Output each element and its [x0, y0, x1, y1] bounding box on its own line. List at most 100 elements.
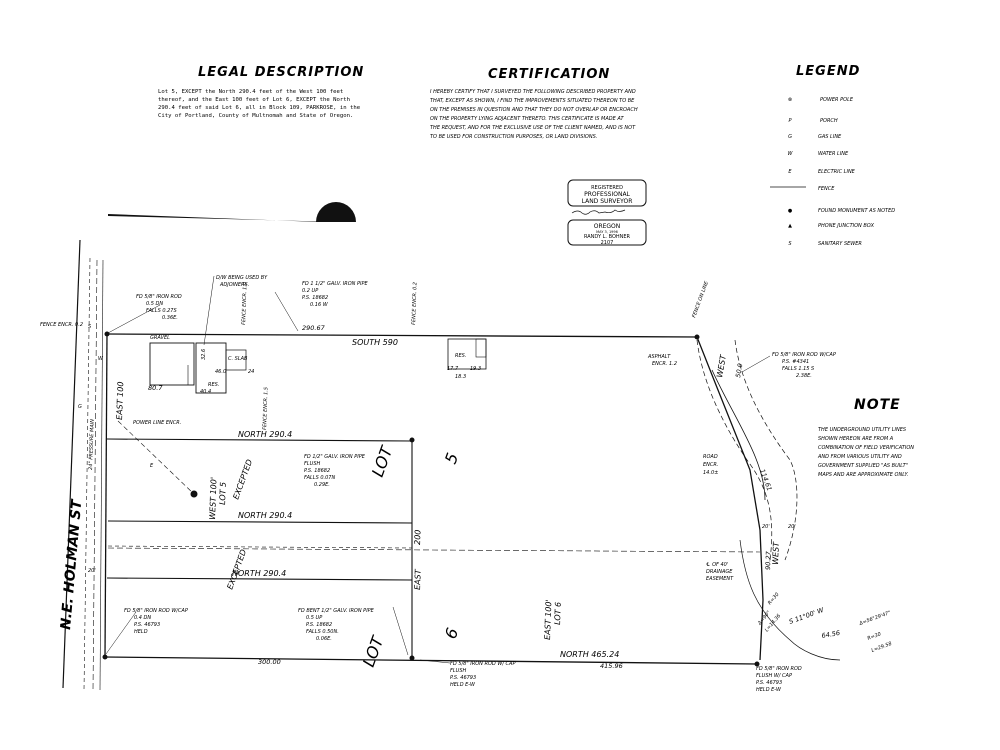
leader-line: [203, 275, 215, 346]
monument-note-line: FD 1 1/2" GALV. IRON PIPE: [302, 281, 368, 287]
leader-line: [105, 611, 137, 655]
monument-note-line: 0.06E.: [316, 636, 332, 642]
legend-item: ● FOUND MONUMENT AS NOTED: [788, 208, 895, 214]
gravel-label: GRAVEL: [150, 335, 170, 341]
monument-note: FD 1/2" GALV. IRON PIPE FLUSH P.S. 18682…: [304, 454, 366, 488]
monument-note: FD BENT 1/2" GALV. IRON PIPE 0.5 UP P.S.…: [298, 608, 375, 642]
asphalt-encroachment-label: ENCR. 1.2: [652, 361, 677, 367]
note-line: SHOWN HEREON ARE FROM A: [818, 436, 894, 442]
monument-note-line: FALLS 0.27S: [146, 308, 177, 314]
porch-symbol: P: [788, 118, 791, 124]
phone-box-icon: ▲: [788, 223, 792, 229]
monument-note: FD 5/8" IRON ROD FLUSH W/ CAP P.S. 46793…: [756, 666, 802, 693]
dimension-label: 20': [762, 524, 770, 530]
road-edge: [696, 339, 773, 561]
monument-note: FD 5/8" IRON ROD 0.5 DN FALLS 0.27S 0.36…: [136, 294, 182, 321]
gas-line-symbol: G: [788, 134, 792, 140]
lot-5-label: LOT: [368, 443, 397, 480]
dimension-label: 18.3: [455, 374, 466, 380]
legal-description-heading: LEGAL DESCRIPTION: [198, 65, 364, 80]
dimension-label: 19.3: [470, 366, 481, 372]
asphalt-encroachment-label: ASPHALT: [647, 354, 671, 360]
electric-line-symbol: E: [150, 463, 154, 469]
monument-note-line: 0.5 DN: [146, 301, 163, 307]
fence-encroachment-label: FENCE ENCR. 1.0: [241, 282, 248, 325]
note-line: THE UNDERGROUND UTILITY LINES: [818, 427, 907, 433]
monument-note-line: 0.16 W: [310, 302, 329, 308]
monument-note-line: FLUSH W/ CAP: [756, 673, 792, 679]
gas-line-symbol: G: [78, 404, 82, 410]
legend: ⊗ POWER POLE P PORCH G GAS LINE W WATER …: [770, 97, 895, 247]
utility-line: [83, 257, 91, 691]
sewer-symbol: S: [788, 241, 792, 247]
monument-icon: [754, 661, 760, 667]
monument-note-line: FD 5/8" IRON ROD W/CAP: [772, 352, 836, 358]
certification-heading: CERTIFICATION: [488, 67, 610, 82]
drainage-easement-label: DRAINAGE: [706, 569, 733, 575]
distance-label: 50.0: [734, 363, 744, 379]
road-encroachment-label: ROAD: [703, 454, 718, 460]
lot-line: [107, 545, 413, 549]
dimension-label: 20': [788, 524, 796, 530]
lot-line: [106, 438, 413, 442]
power-line-label: POWER LINE ENCR.: [133, 420, 181, 426]
leader-line: [419, 659, 451, 664]
dimension-label: 24: [248, 369, 254, 375]
legal-line: 290.4 feet of said Lot 6, all in Block 1…: [158, 105, 361, 111]
monument-note-line: 0.2 UP: [302, 288, 318, 294]
west-line-label: WEST 100': [208, 477, 218, 520]
dimension-label: 20': [88, 568, 96, 574]
dimension-label: 32.6: [201, 349, 207, 360]
road-encroachment-label: ENCR.: [703, 462, 718, 468]
monument-note-line: 0.36E.: [162, 315, 178, 321]
road-curve: [739, 539, 841, 661]
dimension-label: 46.0: [215, 369, 226, 375]
electric-line-symbol: E: [788, 169, 792, 175]
distance-label: 200: [413, 529, 423, 545]
road-edge: [734, 339, 798, 561]
lot-label: LOT 5: [218, 482, 228, 505]
power-pole-icon: ⊗: [788, 97, 792, 103]
monument-note-line: FD BENT 1/2" GALV. IRON PIPE: [298, 608, 375, 614]
lot-6-label: LOT: [359, 633, 388, 670]
legend-label: PHONE JUNCTION BOX: [818, 223, 875, 229]
cert-line: THE REQUEST, AND FOR THE EXCLUSIVE USE O…: [430, 125, 636, 131]
drainage-easement-line: [107, 547, 761, 553]
slab-outline: [225, 349, 247, 371]
monument-note-line: FALLS 1.15 S: [782, 366, 815, 372]
legend-item: P PORCH: [788, 118, 837, 124]
monument-icon: [409, 655, 415, 661]
stamp-professional: PROFESSIONAL: [584, 191, 630, 198]
legend-item: ⊗ POWER POLE: [788, 97, 854, 103]
distance-label: 64.56: [821, 629, 841, 640]
legend-label: WATER LINE: [818, 151, 849, 157]
legend-item: G GAS LINE: [788, 134, 842, 140]
curve-data: L=29.58: [871, 641, 893, 654]
monument-note-line: P.S. 46793: [134, 622, 160, 628]
east-line-label: EAST: [413, 568, 423, 590]
dimension-label: 40.4: [200, 389, 211, 395]
distance-label: 300.00: [258, 658, 281, 666]
residence-label: RES.: [208, 382, 219, 388]
monument-note-line: FLUSH: [450, 668, 466, 674]
excepted-label: EXCEPTED: [231, 458, 254, 501]
fence-encroachment-label: FENCE ENCR. 0.2: [40, 322, 83, 328]
stamp-date: MAY 3, 1996: [596, 230, 618, 234]
east-line-label: EAST 100': [543, 599, 553, 640]
legal-line: thereof, and the East 100 feet of Lot 6,…: [158, 97, 350, 103]
road-encroachment-label: 14.0±: [703, 470, 718, 476]
street-name: N.E. HOLMAN ST: [58, 498, 85, 631]
surveyor-stamp: REGISTERED PROFESSIONAL LAND SURVEYOR OR…: [567, 179, 647, 246]
curve-data: Δ=56°29'47": [858, 610, 892, 627]
east-line-label: EAST 100: [115, 381, 125, 420]
curve-data: R=30: [767, 592, 781, 607]
street-line: [62, 239, 81, 689]
curve-data: R=30: [867, 631, 882, 641]
legend-label: POWER POLE: [820, 97, 854, 103]
note-line: GOVERNMENT SUPPLIED "AS BUILT": [818, 463, 908, 469]
leader-line: [741, 355, 771, 373]
outbuilding-label: RES.: [455, 353, 466, 359]
distance-label: 90.27: [764, 550, 773, 570]
monument-note-line: FD 5/8" IRON ROD: [136, 294, 182, 300]
